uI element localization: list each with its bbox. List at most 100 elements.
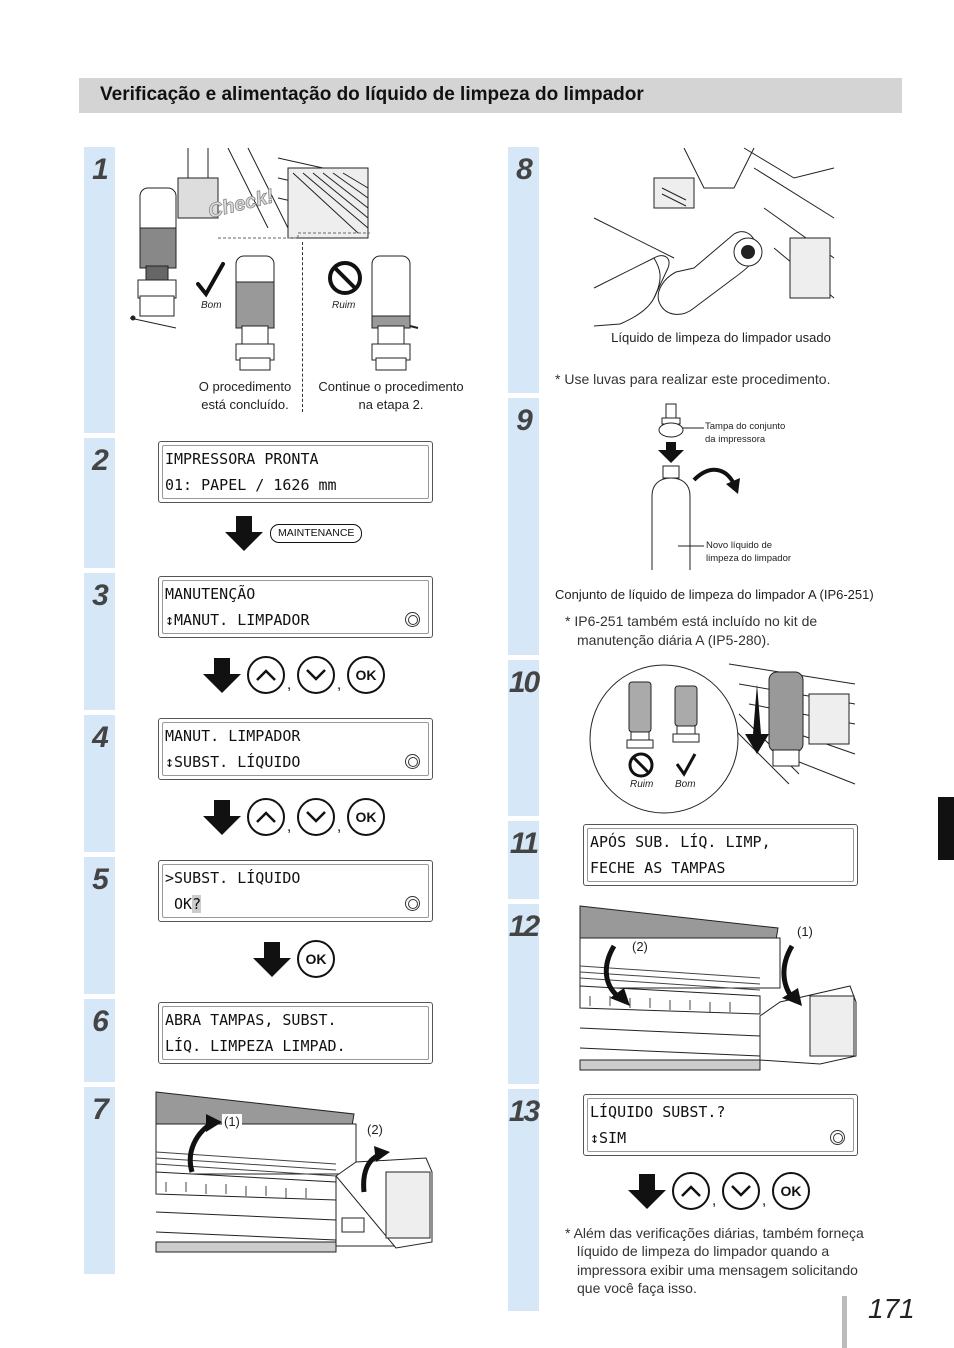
lcd-ok-text: OK: [165, 895, 193, 913]
check-mark-icon: [196, 262, 225, 298]
printer-open-covers-illustration: [155, 1091, 433, 1253]
step-bar-5: 5: [84, 857, 115, 994]
arrow-down-icon: [203, 658, 241, 693]
down-key-icon: [297, 656, 335, 694]
arrow-down-icon: [225, 516, 263, 551]
bottle-label-line1: Novo líquido de: [706, 540, 773, 551]
used-liquid-caption: Líquido de limpeza do limpador usado: [611, 330, 831, 345]
down-key-icon: [297, 798, 335, 836]
ok-key: OK: [347, 656, 385, 694]
down-key-icon: [722, 1172, 760, 1210]
jog-dial-icon: [830, 1130, 845, 1145]
lcd-panel-step11: APÓS SUB. LÍQ. LIMP, FECHE AS TAMPAS: [583, 824, 858, 886]
lcd-panel-step2: IMPRESSORA PRONTA 01: PAPEL / 1626 mm: [158, 441, 433, 503]
arrow-down-icon: [253, 942, 291, 977]
up-key-icon: [247, 656, 285, 694]
separator-comma: ,: [337, 818, 342, 835]
step7-label-2: (2): [367, 1122, 383, 1137]
step13-note-line1: * Além das verificações diárias, também …: [565, 1225, 864, 1241]
arrow-down-icon: [628, 1174, 666, 1209]
lcd-line-2: FECHE AS TAMPAS: [590, 859, 726, 877]
step-number: 12: [508, 910, 540, 943]
prohibited-icon: [328, 261, 362, 295]
step-bar-4: 4: [84, 715, 115, 852]
step-number: 2: [92, 444, 109, 477]
arrow-down-icon: [203, 800, 241, 835]
lcd-cursor: ?: [192, 895, 202, 913]
ok-key: OK: [772, 1172, 810, 1210]
separator-comma: ,: [287, 818, 292, 835]
cap-label-line1: Tampa do conjunto: [705, 421, 786, 432]
step-number: 3: [92, 579, 109, 612]
step-bar-12: 12: [508, 904, 540, 1084]
lcd-line-2: LÍQ. LIMPEZA LIMPAD.: [165, 1037, 346, 1055]
ok-key: OK: [297, 940, 335, 978]
lcd-line-1: >SUBST. LÍQUIDO: [165, 869, 301, 887]
step-number: 6: [92, 1005, 109, 1038]
lcd-line-2: ↕SUBST. LÍQUIDO: [165, 753, 301, 771]
step-number: 5: [92, 863, 109, 896]
separator-comma: ,: [762, 1192, 767, 1209]
wiper-tank-illustration: Check!: [129, 147, 370, 329]
step-number: 8: [516, 153, 533, 186]
section-title-bar: Verificação e alimentação do líquido de …: [79, 78, 902, 113]
good-tank-illustration: [235, 255, 275, 371]
step13-note-line2: líquido de limpeza do limpador quando a: [577, 1243, 830, 1259]
cap-label-line2: da impressora: [705, 434, 766, 445]
step-bar-8: 8: [508, 147, 539, 393]
bad-caption-line2: na etapa 2.: [358, 397, 424, 412]
bad-label: Ruim: [332, 300, 356, 311]
step-bar-6: 6: [84, 999, 115, 1082]
chapter-tab: [938, 797, 954, 860]
page-number: 171: [868, 1293, 915, 1324]
step-bar-1: 1: [84, 147, 115, 433]
lcd-line-1: MANUT. LIMPADOR: [165, 727, 301, 745]
lcd-line-2: ↕SIM: [590, 1129, 627, 1147]
used-liquid-removal-illustration: [593, 147, 835, 327]
separator-comma: ,: [337, 676, 342, 693]
jog-dial-icon: [405, 754, 420, 769]
step-bar-9: 9: [508, 398, 539, 655]
jog-dial-icon: [405, 896, 420, 911]
lcd-panel-step6: ABRA TAMPAS, SUBST. LÍQ. LIMPEZA LIMPAD.: [158, 1002, 433, 1064]
step-number: 4: [92, 721, 109, 754]
bad-tank-illustration: [371, 255, 419, 371]
lcd-panel-step4: MANUT. LIMPADOR ↕SUBST. LÍQUIDO: [158, 718, 433, 780]
kit-note-line1: * IP6-251 também está incluído no kit de: [565, 613, 818, 629]
gloves-note: * Use luvas para realizar este procedime…: [555, 371, 831, 387]
step-bar-10: 10: [508, 660, 540, 816]
separator-comma: ,: [712, 1192, 717, 1209]
step-number: 1: [92, 153, 109, 186]
printer-close-covers-illustration: [579, 905, 857, 1071]
ok-key: OK: [347, 798, 385, 836]
good-caption-line2: está concluído.: [201, 397, 289, 412]
lcd-line-2: OK?: [165, 895, 202, 913]
step-number: 10: [508, 666, 540, 699]
step7-label-1: (1): [222, 1114, 242, 1129]
step10-good-label: Bom: [675, 779, 696, 790]
kit-note-line2: manutenção diária A (IP5-280).: [577, 632, 771, 648]
page-number-rule: [842, 1296, 847, 1348]
lcd-line-2: ↕MANUT. LIMPADOR: [165, 611, 310, 629]
lcd-line-1: IMPRESSORA PRONTA: [165, 450, 319, 468]
bottle-label-line2: limpeza do limpador: [706, 553, 792, 564]
step13-note-line4: que você faça isso.: [577, 1280, 697, 1296]
step-bar-3: 3: [84, 573, 115, 710]
step-bar-7: 7: [84, 1087, 115, 1274]
step12-label-2: (2): [630, 939, 650, 954]
separator-comma: ,: [287, 676, 292, 693]
lcd-panel-step3: MANUTENÇÃO ↕MANUT. LIMPADOR: [158, 576, 433, 638]
step13-note-line3: impressora exibir uma mensagem solicitan…: [577, 1262, 858, 1278]
lcd-line-1: LÍQUIDO SUBST.?: [590, 1103, 726, 1121]
step-number: 11: [509, 827, 539, 860]
step-bar-13: 13: [508, 1089, 540, 1311]
new-liquid-bottle-illustration: [651, 403, 740, 570]
lcd-panel-step5: >SUBST. LÍQUIDO OK?: [158, 860, 433, 922]
section-title: Verificação e alimentação do líquido de …: [100, 84, 644, 105]
step-bar-2: 2: [84, 438, 115, 568]
lcd-line-2: 01: PAPEL / 1626 mm: [165, 476, 337, 494]
bad-caption-line1: Continue o procedimento: [318, 379, 464, 394]
up-key-icon: [247, 798, 285, 836]
up-key-icon: [672, 1172, 710, 1210]
good-label: Bom: [201, 300, 222, 311]
